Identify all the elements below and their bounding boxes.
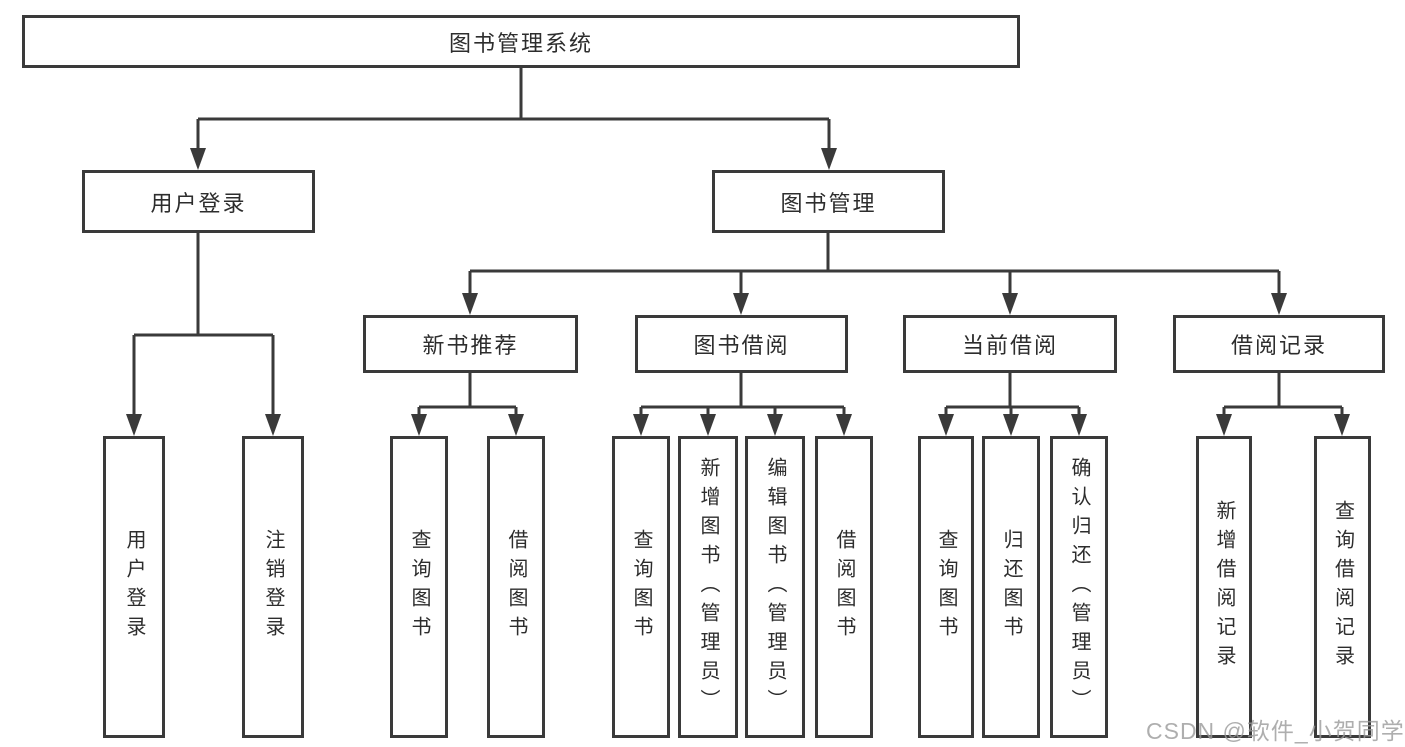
node-label: 图书借阅: [693, 333, 790, 358]
leaf-query-books-current: 查询图书: [918, 436, 974, 738]
connector-user-login-branch: [126, 233, 281, 436]
leaf-label: 编辑图书（管理员）: [764, 456, 786, 718]
leaf-label: 新增图书（管理员）: [697, 456, 719, 718]
leaf-edit-book-admin: 编辑图书（管理员）: [745, 436, 805, 738]
connector-book-borrowing-branch: [633, 373, 852, 436]
node-user-login: 用户登录: [82, 170, 315, 233]
connector-current-borrowing-branch: [938, 373, 1087, 436]
leaf-logout: 注销登录: [242, 436, 304, 738]
csdn-watermark: CSDN @软件_小贺同学: [1146, 718, 1405, 744]
node-borrowing-records: 借阅记录: [1173, 315, 1385, 373]
leaf-query-borrow-record: 查询借阅记录: [1314, 436, 1371, 738]
leaf-query-books-recommend: 查询图书: [390, 436, 448, 738]
leaf-label: 借阅图书: [505, 529, 527, 645]
node-label: 当前借阅: [961, 333, 1058, 358]
node-book-management-system: 图书管理系统: [22, 15, 1020, 68]
leaf-return-books: 归还图书: [982, 436, 1040, 738]
connector-new-book-recommendation-branch: [411, 373, 524, 436]
node-label: 新书推荐: [422, 333, 519, 358]
leaf-add-book-admin: 新增图书（管理员）: [678, 436, 738, 738]
node-label: 图书管理系统: [448, 30, 593, 56]
leaf-user-login: 用户登录: [103, 436, 165, 738]
leaf-confirm-return-admin: 确认归还（管理员）: [1050, 436, 1108, 738]
leaf-label: 用户登录: [123, 529, 145, 645]
leaf-label: 查询借阅记录: [1331, 500, 1354, 674]
node-label: 图书管理: [780, 190, 877, 216]
leaf-label: 查询图书: [630, 529, 652, 645]
node-book-management: 图书管理: [712, 170, 945, 233]
leaf-label: 注销登录: [262, 529, 284, 645]
node-label: 借阅记录: [1230, 333, 1327, 358]
leaf-add-borrow-record: 新增借阅记录: [1196, 436, 1252, 738]
leaf-query-books-borrowing: 查询图书: [612, 436, 670, 738]
leaf-label: 确认归还（管理员）: [1068, 456, 1090, 718]
node-current-borrowing: 当前借阅: [903, 315, 1117, 373]
connector-root-to-level2: [190, 68, 837, 170]
leaf-label: 查询图书: [935, 529, 957, 645]
node-book-borrowing: 图书借阅: [635, 315, 848, 373]
leaf-borrow-books-borrowing: 借阅图书: [815, 436, 873, 738]
connector-book-management-branch: [462, 233, 1287, 315]
leaf-label: 借阅图书: [833, 529, 855, 645]
connector-borrowing-records-branch: [1216, 373, 1350, 436]
leaf-label: 新增借阅记录: [1213, 500, 1235, 674]
node-new-book-recommendation: 新书推荐: [363, 315, 578, 373]
node-label: 用户登录: [150, 190, 247, 216]
leaf-borrow-books-recommend: 借阅图书: [487, 436, 545, 738]
leaf-label: 查询图书: [408, 529, 430, 645]
leaf-label: 归还图书: [1000, 529, 1022, 645]
